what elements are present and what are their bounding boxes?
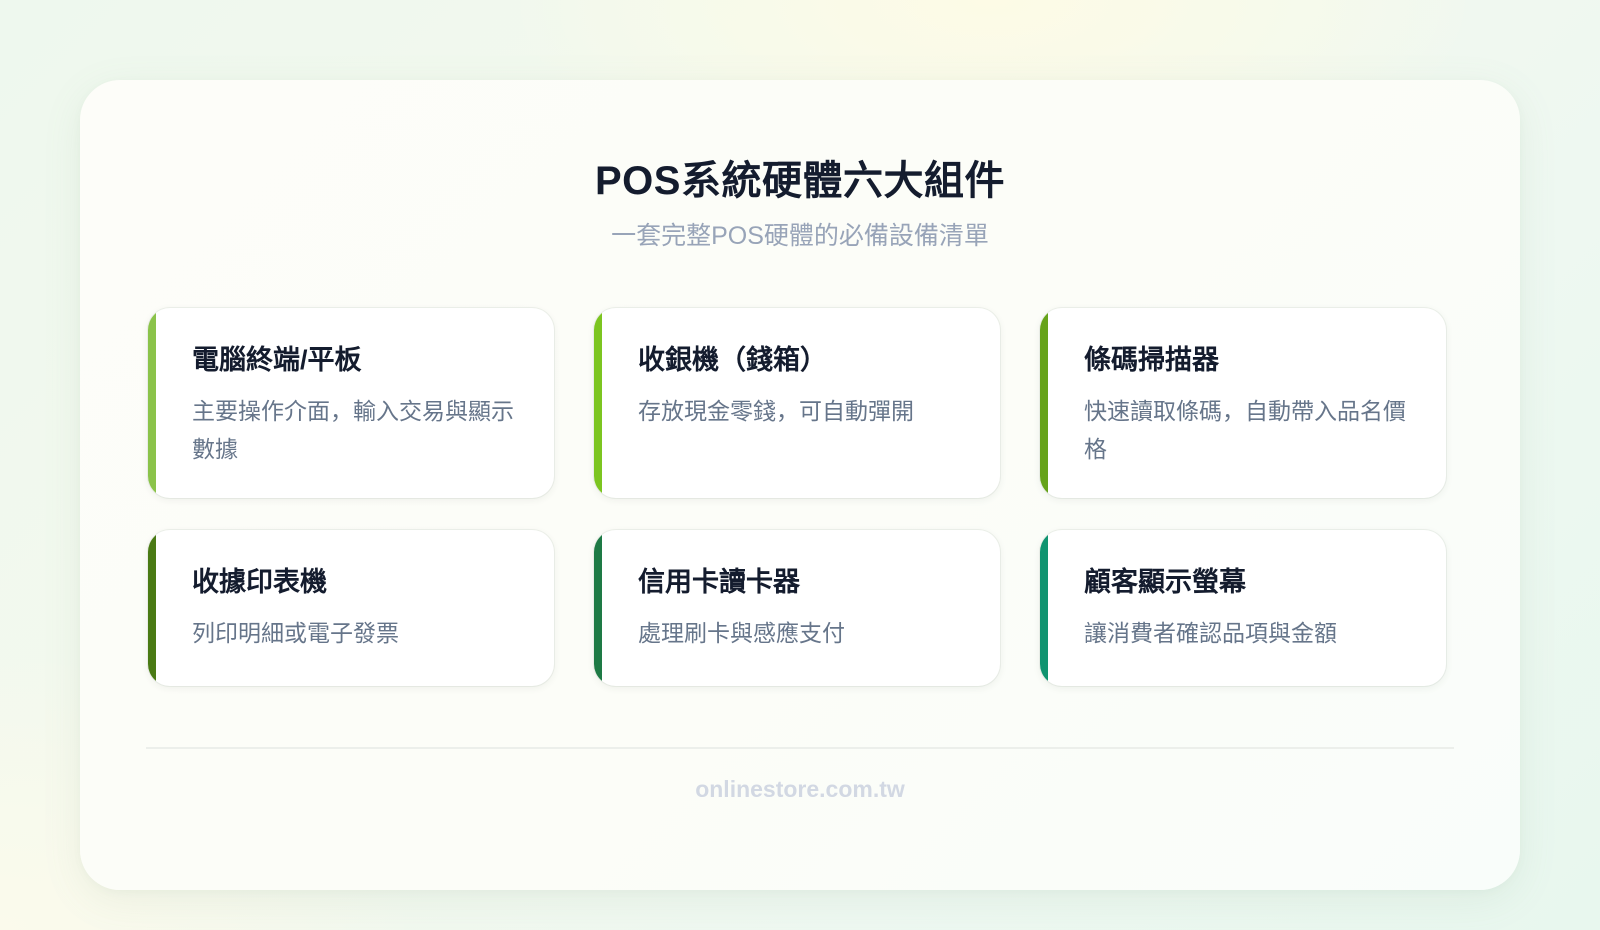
card-description: 主要操作介面，輸入交易與顯示數據 [192, 398, 514, 462]
accent-bar [594, 308, 602, 498]
accent-bar [1040, 530, 1048, 686]
accent-bar [148, 308, 156, 498]
component-card-cash-drawer: 收銀機（錢箱） 存放現金零錢，可自動彈開 [594, 308, 1000, 498]
card-description: 存放現金零錢，可自動彈開 [638, 398, 914, 424]
accent-bar [1040, 308, 1048, 498]
component-card-receipt-printer: 收據印表機 列印明細或電子發票 [148, 530, 554, 686]
accent-bar [594, 530, 602, 686]
card-description: 處理刷卡與感應支付 [638, 620, 845, 646]
page-subtitle: 一套完整POS硬體的必備設備清單 [611, 222, 989, 250]
component-card-barcode-scanner: 條碼掃描器 快速讀取條碼，自動帶入品名價格 [1040, 308, 1446, 498]
component-card-terminal: 電腦終端/平板 主要操作介面，輸入交易與顯示數據 [148, 308, 554, 498]
component-grid: 電腦終端/平板 主要操作介面，輸入交易與顯示數據 收銀機（錢箱） 存放現金零錢，… [148, 308, 1454, 686]
card-description: 快速讀取條碼，自動帶入品名價格 [1084, 398, 1406, 462]
component-card-card-reader: 信用卡讀卡器 處理刷卡與感應支付 [594, 530, 1000, 686]
main-panel: POS系統硬體六大組件 一套完整POS硬體的必備設備清單 電腦終端/平板 主要操… [80, 80, 1520, 890]
card-title: 顧客顯示螢幕 [1084, 567, 1246, 597]
card-title: 收銀機（錢箱） [638, 345, 827, 375]
card-description: 列印明細或電子發票 [192, 620, 399, 646]
footer-site: onlinestore.com.tw [695, 776, 905, 802]
card-title: 條碼掃描器 [1084, 345, 1219, 375]
accent-bar [148, 530, 156, 686]
card-title: 信用卡讀卡器 [638, 567, 800, 597]
page-title: POS系統硬體六大組件 [595, 159, 1005, 203]
component-card-customer-display: 顧客顯示螢幕 讓消費者確認品項與金額 [1040, 530, 1446, 686]
card-title: 收據印表機 [192, 567, 327, 597]
card-title: 電腦終端/平板 [192, 345, 362, 375]
card-description: 讓消費者確認品項與金額 [1084, 620, 1337, 646]
footer-divider [146, 747, 1454, 749]
